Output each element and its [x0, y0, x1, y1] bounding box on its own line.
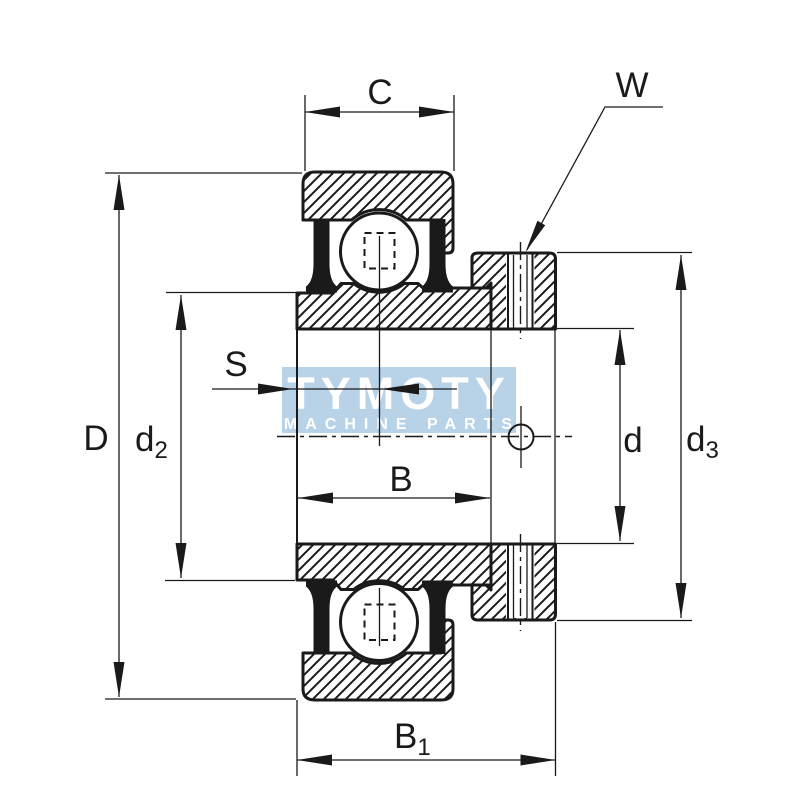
outer-ring-top-section — [301, 170, 455, 255]
seal-top-left — [306, 219, 337, 293]
set-screw-bottom — [504, 534, 536, 631]
dim-label-D: D — [83, 419, 108, 458]
set-screw-top — [504, 242, 536, 339]
dim-label-B1: B1 — [394, 717, 431, 761]
watermark-background — [282, 367, 516, 433]
dim-label-C: C — [367, 73, 392, 112]
dim-label-S: S — [224, 345, 247, 384]
dim-label-d: d — [623, 421, 642, 460]
dimension-labels: C W D d2 S B d d3 B1 — [83, 66, 718, 761]
watermark: TYMOTY MACHINE PARTS — [282, 367, 520, 433]
dim-label-B: B — [389, 460, 412, 499]
seal-bottom-right — [422, 580, 453, 654]
dim-label-W: W — [615, 66, 648, 105]
dim-label-d2: d2 — [135, 420, 168, 464]
dimension-lines — [113, 106, 687, 766]
dim-label-d3: d3 — [686, 420, 719, 464]
centerlines — [277, 236, 572, 646]
seal-bottom-left — [306, 580, 337, 654]
leader-line-W — [526, 106, 663, 251]
seals — [306, 219, 453, 654]
seal-top-right — [422, 219, 453, 293]
bearing-section-parts — [295, 170, 557, 702]
bore-lines — [296, 327, 556, 546]
outer-ring-bottom-section — [301, 618, 455, 702]
watermark-brand-text: TYMOTY — [287, 368, 511, 419]
watermark-tagline-text: MACHINE PARTS — [284, 416, 520, 433]
extension-lines — [105, 95, 692, 776]
cage-pocket-top — [363, 232, 396, 270]
